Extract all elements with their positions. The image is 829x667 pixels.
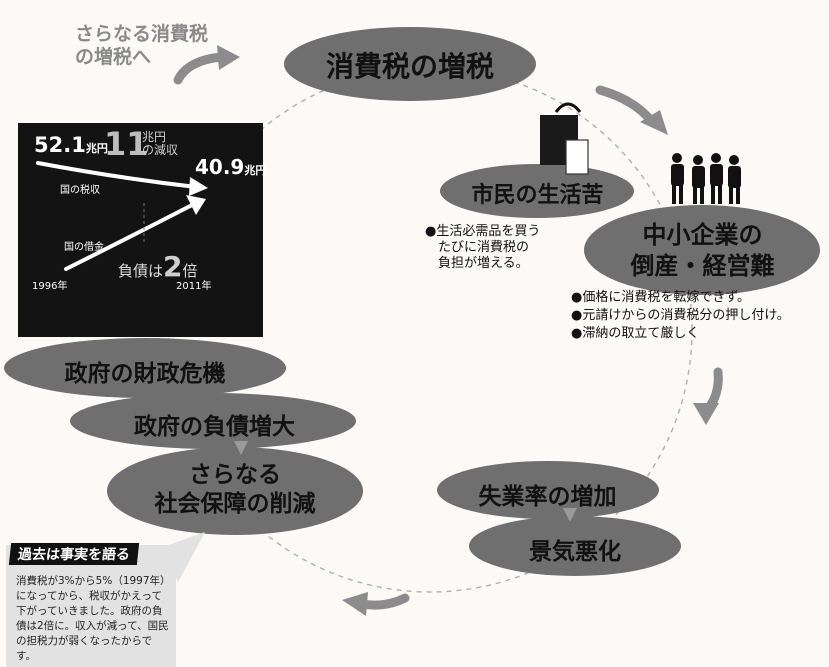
node-welfare: さらなる 社会保障の削減 — [107, 461, 363, 519]
infographic-arrows — [36, 161, 208, 271]
revenue-1996: 52.1兆円 — [34, 133, 108, 157]
tax-revenue-label: 国の税収 — [60, 185, 100, 196]
decrease-text: の減収 — [142, 143, 179, 157]
node-tax-increase: 消費税の増税 — [325, 50, 494, 83]
revenue-2011: 40.9兆円 — [195, 155, 266, 179]
citizen-note-line: たびに消費税の — [425, 240, 530, 255]
debt-rise-line — [64, 201, 198, 271]
node-sme: 中小企業の 倒産・経営難 — [590, 220, 815, 282]
revenue-debt-infographic: 52.1兆円 11 兆円 の減収 40.9兆円 国の税収 国の借金 負債は2倍 … — [18, 123, 266, 337]
arrow-bottom — [357, 593, 410, 610]
revenue-2011-unit: 兆円 — [244, 164, 267, 177]
ellipse-recession — [469, 516, 681, 576]
decrease-value: 11 — [104, 125, 149, 163]
node-welfare-line1: さらなる — [189, 462, 281, 488]
arrowhead-right — [693, 403, 719, 425]
ellipse-debt-increase — [70, 393, 356, 449]
year-start: 1996年 — [32, 281, 68, 292]
node-fiscal-crisis: 政府の財政危機 — [64, 361, 226, 387]
debt-multiplier: 負債は2倍 — [118, 250, 198, 283]
debt-label: 国の借金 — [64, 242, 104, 253]
arrow-top-left — [173, 52, 227, 85]
sme-note-item: ●滞納の取立て厳しく — [571, 326, 700, 341]
arrow-top-right — [595, 85, 657, 127]
revenue-arrowhead — [189, 177, 208, 196]
past-facts-box — [6, 545, 176, 667]
small-arrow-recession — [563, 508, 577, 522]
citizen-note-line: ●生活必需品を買う — [425, 224, 541, 239]
ellipse-fiscal-crisis — [4, 338, 286, 398]
further-tax-label: さらなる消費税 の増税へ — [75, 23, 208, 69]
revenue-2011-value: 40.9 — [195, 155, 245, 179]
revenue-1996-unit: 兆円 — [85, 142, 108, 155]
year-end: 2011年 — [176, 281, 212, 292]
revenue-1996-value: 52.1 — [34, 133, 86, 157]
ellipse-citizen-hardship — [440, 164, 634, 218]
arrowhead-top-right — [640, 110, 668, 135]
arrowhead-top-left — [217, 45, 240, 70]
node-sme-line2: 倒産・経営難 — [630, 252, 775, 280]
node-sme-line1: 中小企業の — [642, 221, 763, 249]
revenue-decline-line — [36, 161, 198, 189]
past-facts-title: 過去は事実を語る — [8, 543, 140, 565]
decrease-unit: 兆円 — [142, 130, 167, 144]
debt-multiplier-unit: 倍 — [182, 262, 198, 280]
decrease-label: 兆円 の減収 — [142, 131, 178, 157]
citizen-note-line: 負担が増える。 — [425, 256, 529, 271]
sme-note-item: ●価格に消費税を転嫁できず。 — [571, 290, 751, 305]
node-recession: 景気悪化 — [529, 539, 621, 565]
sme-notes: ●価格に消費税を転嫁できず。 ●元請けからの消費税分の押し付け。 ●滞納の取立て… — [571, 289, 790, 343]
debt-text: 負債は — [118, 262, 164, 280]
shopping-bag-icon — [540, 102, 589, 175]
debt-arrowhead — [186, 195, 206, 215]
node-welfare-line2: 社会保障の削減 — [154, 491, 316, 517]
ellipse-welfare — [107, 447, 363, 535]
ellipse-unemployment — [437, 461, 659, 519]
citizen-note: ●生活必需品を買う たびに消費税の 負担が増える。 — [425, 224, 540, 272]
ellipse-sme — [584, 205, 820, 295]
node-citizen-hardship: 市民の生活苦 — [471, 183, 604, 208]
ellipse-tax-increase — [284, 27, 536, 101]
arrowhead-bottom — [342, 592, 368, 616]
small-arrow-welfare — [234, 441, 248, 455]
business-people-icon — [671, 153, 741, 204]
node-unemployment: 失業率の増加 — [478, 484, 617, 510]
past-facts-body: 消費税が3%から5%（1997年）になってから、税収がかえって下がっていきました… — [16, 575, 171, 662]
node-debt-increase: 政府の負債増大 — [134, 414, 295, 440]
further-tax-line1: さらなる消費税 — [75, 23, 209, 45]
debt-multiplier-value: 2 — [163, 250, 183, 283]
further-tax-line2: の増税へ — [75, 46, 152, 68]
sme-note-item: ●元請けからの消費税分の押し付け。 — [571, 308, 790, 323]
